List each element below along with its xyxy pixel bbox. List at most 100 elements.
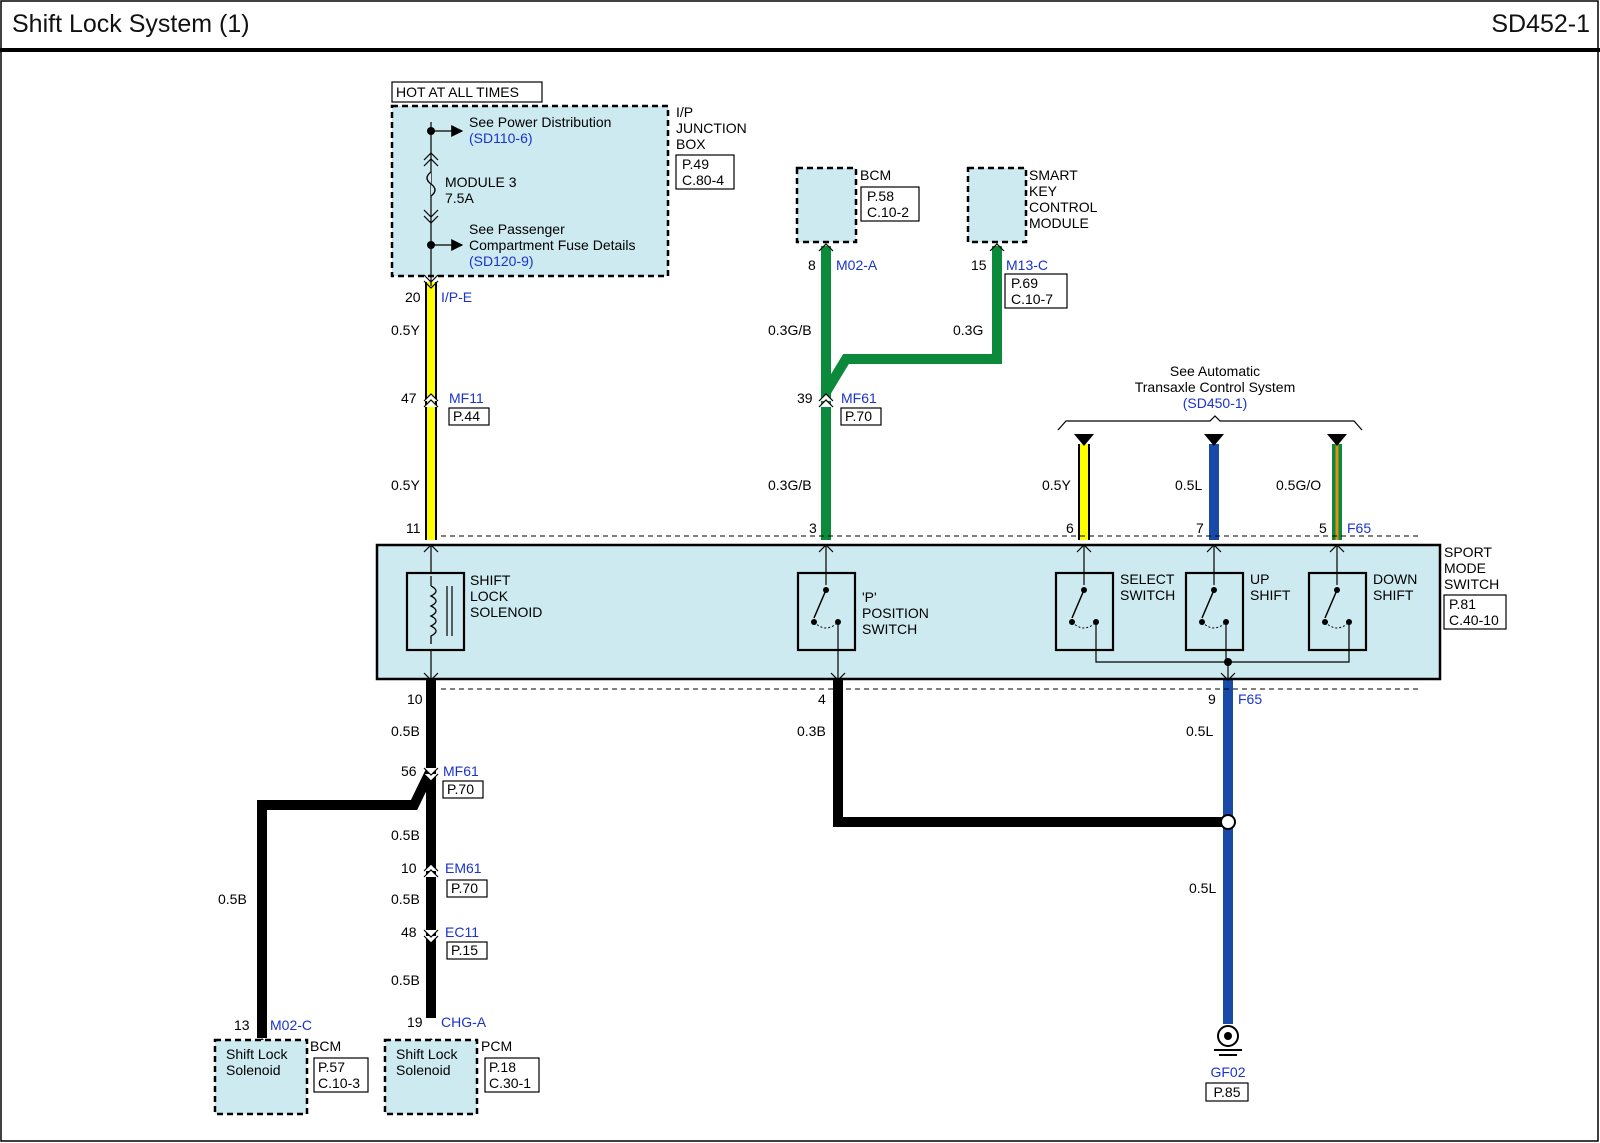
- mf61-ref-box: [840, 407, 882, 426]
- hot-label: HOT AT ALL TIMES: [396, 84, 519, 100]
- pin-11: 11: [406, 520, 421, 536]
- smart-key-ref-p: P.69: [1011, 275, 1038, 291]
- bcm-bot-ref-c: C.10-3: [318, 1075, 360, 1091]
- pp-label-2: POSITION: [862, 605, 929, 621]
- pin-13: 13: [234, 1017, 250, 1033]
- see-power-distribution: See Power Distribution: [469, 114, 611, 130]
- bcm-bottom-module: [213, 1038, 309, 1116]
- jb-output-connector: [423, 274, 439, 289]
- connector-ec11: [423, 929, 439, 944]
- wire-label-l3: 0.5L: [1189, 880, 1216, 896]
- pcm-bottom-module: [383, 1038, 479, 1116]
- atcs-arrow-6: [1074, 434, 1094, 446]
- see-passenger-1: See Passenger: [469, 221, 565, 237]
- pin-56: 56: [401, 763, 417, 779]
- bcm-bot-ref-box: [313, 1057, 369, 1093]
- pin-4: 4: [818, 691, 826, 707]
- ground-center: [1224, 1032, 1232, 1040]
- bcm-top-name: BCM: [860, 167, 891, 183]
- switch-common-bus: [1095, 622, 1350, 663]
- mf61-ref: P.70: [845, 408, 872, 424]
- jb-name-2: JUNCTION: [676, 120, 747, 136]
- up-shift-box: [1184, 571, 1245, 652]
- pin-3: 3: [809, 520, 817, 536]
- sol-label-1: SHIFT: [470, 572, 511, 588]
- mf11-ref: P.44: [453, 408, 480, 424]
- pin-5: 5: [1319, 520, 1327, 536]
- atcs-arrow-7: [1204, 434, 1224, 446]
- sms-pin10-tick: [423, 672, 439, 681]
- conn-chga: CHG-A: [441, 1014, 487, 1030]
- pin-10b: 10: [401, 860, 417, 876]
- smart-key-connector: [989, 243, 1005, 252]
- conn-ipe: I/P-E: [441, 289, 472, 305]
- wire-label-y1: 0.5Y: [391, 322, 420, 338]
- conn-em61: EM61: [445, 860, 482, 876]
- connector-mf61: [818, 393, 834, 408]
- see-power-ref: (SD110-6): [469, 130, 533, 146]
- page-title: Shift Lock System (1): [12, 10, 250, 38]
- sol-label-3: SOLENOID: [470, 604, 542, 620]
- dn-label-2: SHIFT: [1373, 587, 1414, 603]
- jb-name-1: I/P: [676, 104, 693, 120]
- ec11-ref-box: [446, 941, 488, 960]
- sel-label-1: SELECT: [1120, 571, 1175, 587]
- diagram-code: SD452-1: [1491, 10, 1590, 38]
- fuse-icon: [426, 171, 436, 197]
- wire-label-b1: 0.5B: [391, 723, 420, 739]
- fuse-rating: 7.5A: [445, 190, 474, 206]
- sel-label-2: SWITCH: [1120, 587, 1175, 603]
- conn-ec11: EC11: [445, 924, 479, 940]
- solenoid-box: [405, 571, 466, 652]
- pin-20: 20: [405, 289, 421, 305]
- fuse-name: MODULE 3: [445, 174, 517, 190]
- pin-6: 6: [1066, 520, 1074, 536]
- atcs-bracket: [1057, 415, 1363, 431]
- pcm-bot-name: PCM: [481, 1038, 512, 1054]
- dn-arc: [1324, 621, 1350, 629]
- smart-key-name-2: KEY: [1029, 183, 1058, 199]
- wire-label-go: 0.5G/O: [1276, 477, 1321, 493]
- sport-name-1: SPORT: [1444, 544, 1492, 560]
- conn-mf61-b: MF61: [443, 763, 479, 779]
- up-arc: [1201, 621, 1227, 629]
- pp-label-1: 'P': [862, 589, 877, 605]
- pp-arc: [813, 621, 839, 629]
- conn-f65-bottom: F65: [1238, 691, 1262, 707]
- em61-ref: P.70: [451, 880, 478, 896]
- pcm-bot-box-2: Solenoid: [396, 1062, 451, 1078]
- see-atcs-2: Transaxle Control System: [1135, 379, 1296, 395]
- jb-connector-bottom: [423, 209, 439, 224]
- conn-mf11: MF11: [449, 390, 484, 406]
- hot-label-box: [391, 81, 543, 103]
- sport-name-3: SWITCH: [1444, 576, 1499, 592]
- solenoid-coil-icon: [429, 585, 437, 644]
- sel-arc: [1071, 621, 1097, 629]
- wire-label-b4: 0.5B: [391, 891, 420, 907]
- conn-m13c: M13-C: [1006, 257, 1048, 273]
- jb-ref-box: [675, 154, 735, 190]
- pin-19: 19: [407, 1014, 423, 1030]
- select-switch-box: [1054, 571, 1115, 652]
- conn-mf61: MF61: [841, 390, 877, 406]
- bcm-bot-box-1: Shift Lock: [226, 1046, 288, 1062]
- ground-name: GF02: [1210, 1064, 1245, 1080]
- sport-mode-switch: [375, 543, 1442, 681]
- mf11-ref-box: [448, 407, 490, 426]
- conn-m02a: M02-A: [836, 257, 878, 273]
- bcm-top-ref-box: [860, 186, 920, 222]
- sport-name-2: MODE: [1444, 560, 1486, 576]
- bcm-bot-ref-p: P.57: [318, 1059, 345, 1075]
- wire-label-b2: 0.3B: [797, 723, 826, 739]
- bcm-bot-box-2: Solenoid: [226, 1062, 281, 1078]
- wire-label-g: 0.3G: [953, 322, 983, 338]
- pin-15: 15: [971, 257, 987, 273]
- wire-label-y3: 0.5Y: [1042, 477, 1071, 493]
- smart-key-name-4: MODULE: [1029, 215, 1089, 231]
- sms-pin4-tick: [830, 672, 846, 681]
- sport-ref-box: [1443, 594, 1507, 630]
- p-switch-box: [796, 571, 857, 652]
- wire-label-y2: 0.5Y: [391, 477, 420, 493]
